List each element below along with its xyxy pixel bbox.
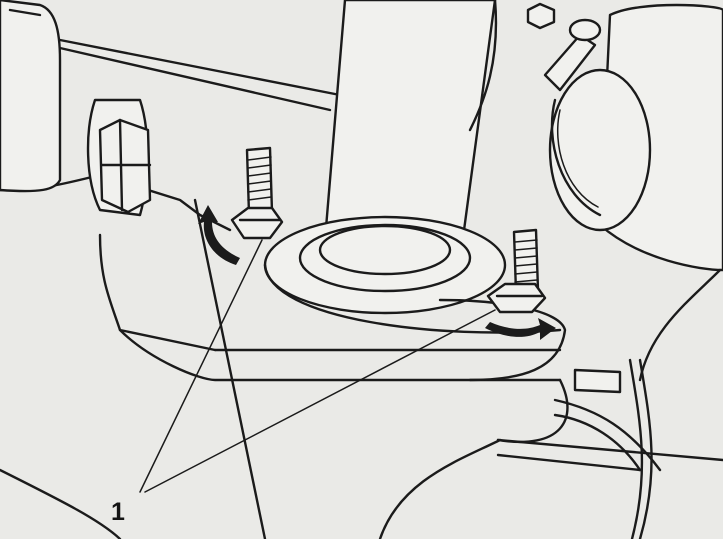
stud-right — [486, 228, 547, 314]
callout-leaders — [139, 239, 496, 493]
housing-outline — [0, 38, 723, 539]
stud-left — [230, 146, 284, 240]
mount-plate — [263, 215, 567, 382]
left-bracket — [0, 0, 62, 193]
right-cylinder — [548, 3, 723, 382]
callout-label-1: 1 — [111, 498, 125, 526]
cable — [553, 358, 662, 539]
rotation-arrow-right — [485, 318, 556, 340]
hex-bolt-left — [86, 98, 152, 217]
rotation-arrow-left — [198, 205, 240, 265]
hose-fitting — [526, 2, 602, 92]
